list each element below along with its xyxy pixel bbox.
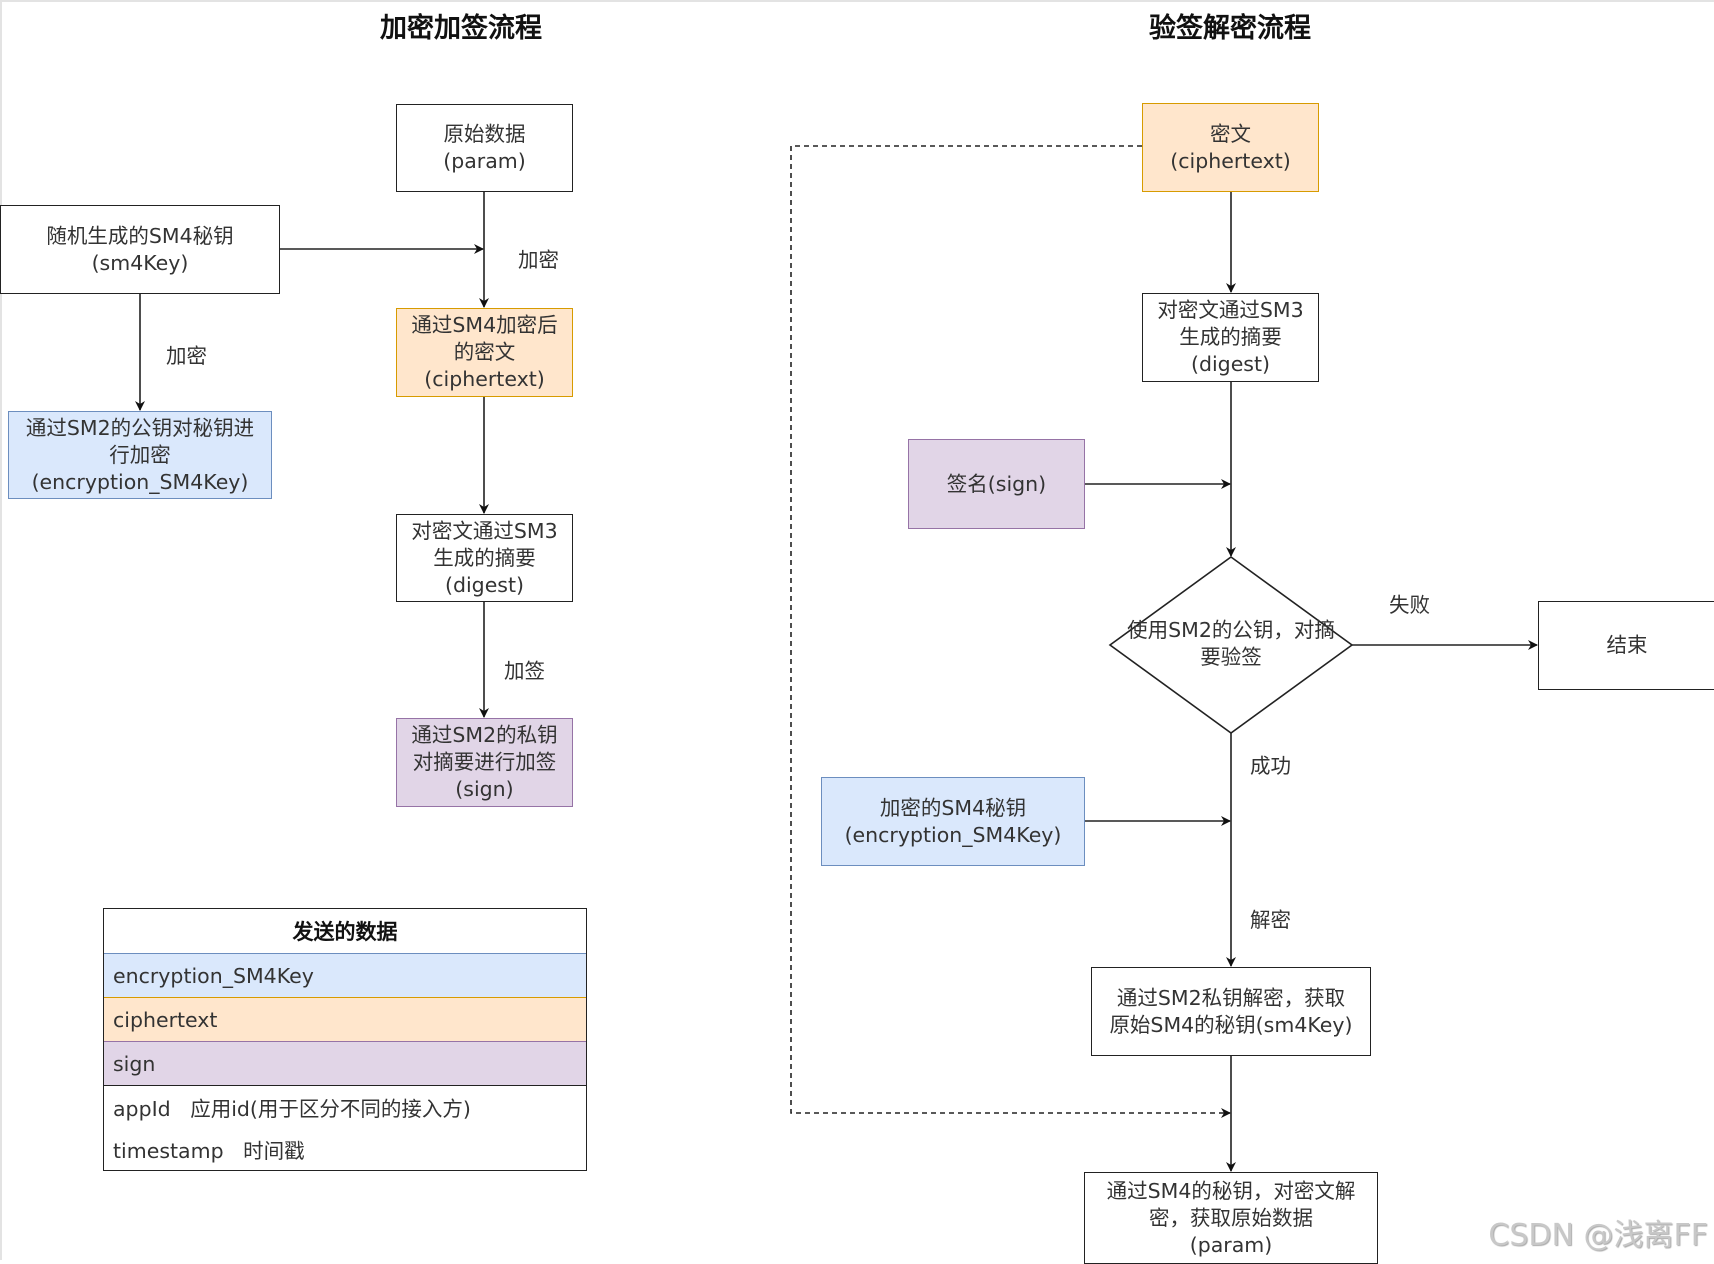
node-verify-ciphertext[interactable]: 密文 (ciphertext) <box>1142 103 1319 192</box>
node-text: 通过SM4的秘钥，对密文解 <box>1106 1178 1356 1203</box>
node-end[interactable]: 结束 <box>1538 601 1714 690</box>
node-text: 加密的SM4秘钥 <box>879 795 1027 820</box>
node-verify-signature[interactable]: 签名(sign) <box>908 439 1085 529</box>
node-sm4-ciphertext[interactable]: 通过SM4加密后 的密文 (ciphertext) <box>396 308 573 397</box>
node-text: 原始数据 <box>443 122 526 146</box>
node-text: 通过SM4加密后 <box>411 313 558 337</box>
node-text: 生成的摘要 <box>433 545 536 570</box>
node-text: (param) <box>1189 1232 1273 1257</box>
node-text: (encryption_SM4Key) <box>31 469 249 494</box>
node-text: (digest) <box>1190 352 1271 376</box>
table-row[interactable]: appId 应用id(用于区分不同的接入方) <box>113 1097 471 1121</box>
node-text: 的密文 <box>453 340 516 364</box>
node-text: 生成的摘要 <box>1179 325 1282 349</box>
node-text: (ciphertext) <box>424 367 545 391</box>
node-text: (ciphertext) <box>1170 148 1291 173</box>
node-text: 要验签 <box>1200 645 1262 669</box>
node-sm4-decrypt[interactable]: 通过SM4的秘钥，对密文解 密，获取原始数据 (param) <box>1084 1172 1378 1264</box>
node-text: 签名(sign) <box>946 471 1047 496</box>
node-text: 对摘要进行加签 <box>412 750 557 774</box>
node-text: 通过SM2的公钥对秘钥进 <box>25 415 255 440</box>
edge-label-encrypt-left: 加密 <box>166 344 207 368</box>
node-text: 密文 <box>1210 121 1251 146</box>
encrypt-flow-title: 加密加签流程 <box>380 13 542 44</box>
table-row[interactable]: ciphertext <box>104 998 586 1042</box>
table-header: 发送的数据 <box>104 909 586 954</box>
edge-label-success: 成功 <box>1250 754 1291 778</box>
edge-label-fail: 失败 <box>1389 593 1430 617</box>
node-sm2-decrypt[interactable]: 通过SM2私钥解密，获取 原始SM4的秘钥(sm4Key) <box>1091 967 1371 1056</box>
edge-dashed-cipher <box>790 145 1231 1118</box>
edge-label-decrypt: 解密 <box>1250 908 1291 932</box>
node-text: (param) <box>443 149 526 173</box>
node-sm3-digest[interactable]: 对密文通过SM3 生成的摘要 (digest) <box>396 514 573 602</box>
node-sm2-sign[interactable]: 通过SM2的私钥 对摘要进行加签 (sign) <box>396 718 573 807</box>
node-text: 通过SM2私钥解密，获取 <box>1116 985 1346 1010</box>
node-text: 使用SM2的公钥，对摘 <box>1127 618 1335 642</box>
edge-label-sign: 加签 <box>504 659 545 683</box>
node-encrypted-sm4-key[interactable]: 加密的SM4秘钥 (encryption_SM4Key) <box>821 777 1085 866</box>
node-sm2-encrypted-key[interactable]: 通过SM2的公钥对秘钥进 行加密 (encryption_SM4Key) <box>8 411 272 499</box>
edge-label-encrypt-top: 加密 <box>518 248 559 272</box>
table-row[interactable]: timestamp 时间戳 <box>113 1139 305 1163</box>
table-row[interactable]: encryption_SM4Key <box>104 954 586 998</box>
node-text: 随机生成的SM4秘钥 <box>46 223 234 248</box>
node-text: (digest) <box>444 572 525 597</box>
node-text: 结束 <box>1606 633 1648 657</box>
node-text: 原始SM4的秘钥(sm4Key) <box>1109 1012 1353 1037</box>
node-original-data[interactable]: 原始数据 (param) <box>396 104 573 192</box>
node-text: (sm4Key) <box>91 250 189 275</box>
node-text: 密，获取原始数据 <box>1149 1205 1313 1230</box>
node-text: 对密文通过SM3 <box>411 518 558 543</box>
node-random-sm4-key[interactable]: 随机生成的SM4秘钥 (sm4Key) <box>0 205 280 294</box>
node-text: (encryption_SM4Key) <box>844 822 1062 847</box>
decision-text[interactable]: 使用SM2的公钥，对摘 要验签 <box>1105 617 1357 671</box>
node-text: 通过SM2的私钥 <box>411 723 558 747</box>
verify-flow-title: 验签解密流程 <box>1149 13 1311 44</box>
table-row[interactable]: sign <box>104 1042 586 1086</box>
node-text: (sign) <box>455 777 514 801</box>
node-verify-digest[interactable]: 对密文通过SM3 生成的摘要 (digest) <box>1142 293 1319 382</box>
watermark: CSDN @浅离FF <box>1488 1218 1708 1253</box>
node-text: 对密文通过SM3 <box>1157 298 1304 322</box>
sent-data-table: 发送的数据 encryption_SM4Key ciphertext sign … <box>103 908 587 1171</box>
node-text: 行加密 <box>109 442 171 467</box>
